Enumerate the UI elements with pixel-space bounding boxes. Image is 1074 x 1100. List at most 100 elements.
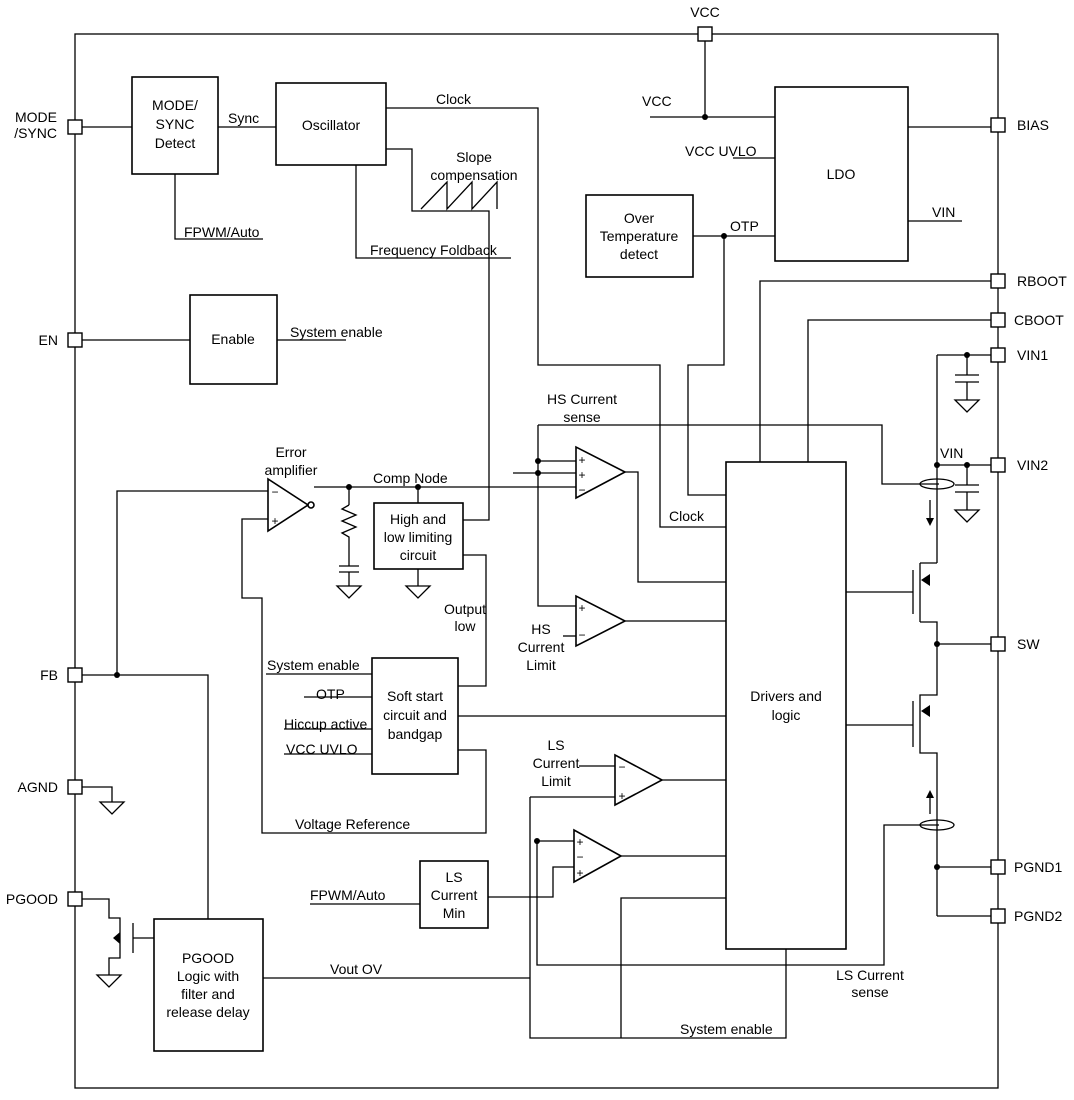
label-fpwm-top: FPWM/Auto <box>184 224 260 240</box>
label-output-low-1: Output <box>444 601 486 617</box>
svg-text:MODE/: MODE/ <box>152 97 198 113</box>
svg-text:logic: logic <box>772 707 801 723</box>
svg-text:+: + <box>578 468 585 482</box>
svg-text:PGOOD: PGOOD <box>6 891 58 907</box>
svg-text:−: − <box>576 850 583 864</box>
svg-text:Over: Over <box>624 210 655 226</box>
ls-current-min-block: LS Current Min <box>419 860 489 929</box>
svg-text:Soft start: Soft start <box>387 688 443 704</box>
label-clock-top: Clock <box>436 91 472 107</box>
label-hiccup: Hiccup active <box>284 716 367 732</box>
svg-text:VIN1: VIN1 <box>1017 347 1048 363</box>
svg-text:bandgap: bandgap <box>388 726 443 742</box>
pin-en[interactable]: EN <box>39 332 83 348</box>
label-vin-ldo: VIN <box>932 204 955 220</box>
svg-text:LDO: LDO <box>827 166 856 182</box>
pin-rboot[interactable]: RBOOT <box>990 273 1067 289</box>
svg-text:Logic with: Logic with <box>177 968 239 984</box>
pin-bias[interactable]: BIAS <box>990 117 1049 133</box>
svg-text:FB: FB <box>40 667 58 683</box>
svg-text:Oscillator: Oscillator <box>302 117 361 133</box>
label-sync: Sync <box>228 110 259 126</box>
pin-fb[interactable]: FB <box>40 667 83 683</box>
svg-text:High and: High and <box>390 511 446 527</box>
pin-vcc[interactable]: VCC <box>690 4 720 42</box>
svg-text:+: + <box>618 789 625 803</box>
svg-text:Drivers and: Drivers and <box>750 688 822 704</box>
pin-cboot[interactable]: CBOOT <box>990 312 1064 328</box>
svg-text:+: + <box>271 514 278 528</box>
pin-mode-sync[interactable]: MODE /SYNC <box>14 109 83 141</box>
label-system-enable-top: System enable <box>290 324 383 340</box>
ls-sense-comparator: + − + <box>573 828 623 884</box>
pin-pgnd2[interactable]: PGND2 <box>990 908 1062 924</box>
svg-text:+: + <box>576 835 583 849</box>
svg-text:filter and: filter and <box>181 986 235 1002</box>
current-sense-elements <box>919 478 955 831</box>
pin-vin1[interactable]: VIN1 <box>990 347 1048 363</box>
label-error-amp-2: amplifier <box>265 462 318 478</box>
label-hs-limit-1: HS <box>531 621 550 637</box>
label-hs-sense-2: sense <box>563 409 601 425</box>
over-temperature-block: Over Temperature detect <box>585 194 694 278</box>
enable-block: Enable <box>189 294 278 385</box>
label-otp-ss: OTP <box>316 686 345 702</box>
svg-text:+: + <box>578 453 585 467</box>
label-vin-node: VIN <box>940 445 963 461</box>
svg-text:VIN2: VIN2 <box>1017 457 1048 473</box>
pin-sw[interactable]: SW <box>990 636 1040 652</box>
ldo-block: LDO <box>774 86 909 262</box>
pin-pgnd1[interactable]: PGND1 <box>990 859 1062 875</box>
oscillator-block: Oscillator <box>275 82 387 166</box>
label-vcc-uvlo-ss: VCC UVLO <box>286 741 358 757</box>
chip-outline <box>74 33 999 1089</box>
label-otp: OTP <box>730 218 759 234</box>
drivers-logic-block: Drivers and logic <box>725 461 847 950</box>
label-vcc-in: VCC <box>642 93 672 109</box>
svg-text:−: − <box>578 628 585 642</box>
label-voltage-ref: Voltage Reference <box>295 816 410 832</box>
svg-text:Min: Min <box>443 905 466 921</box>
soft-start-block: Soft start circuit and bandgap <box>371 657 459 775</box>
label-ls-limit-3: Limit <box>541 773 571 789</box>
limiting-circuit-block: High and low limiting circuit <box>373 502 464 570</box>
svg-text:Enable: Enable <box>211 331 255 347</box>
pin-pgood[interactable]: PGOOD <box>6 891 83 907</box>
svg-text:MODE: MODE <box>15 109 57 125</box>
label-sys-enable-ss: System enable <box>267 657 360 673</box>
ls-limit-comparator: − + <box>614 753 664 807</box>
svg-text:Temperature: Temperature <box>600 228 679 244</box>
label-output-low-2: low <box>454 618 476 634</box>
label-comp-node: Comp Node <box>373 470 448 486</box>
label-hs-sense-1: HS Current <box>547 391 617 407</box>
svg-text:Detect: Detect <box>155 135 196 151</box>
svg-text:/SYNC: /SYNC <box>14 125 57 141</box>
error-amplifier: − + <box>267 477 315 533</box>
label-hs-limit-2: Current <box>518 639 565 655</box>
svg-text:VCC: VCC <box>690 4 720 20</box>
label-frequency-foldback: Frequency Foldback <box>370 242 498 258</box>
svg-text:AGND: AGND <box>18 779 58 795</box>
svg-text:BIAS: BIAS <box>1017 117 1049 133</box>
wires <box>82 41 991 1039</box>
label-slope-2: compensation <box>430 167 517 183</box>
svg-text:PGOOD: PGOOD <box>182 950 234 966</box>
svg-text:EN: EN <box>39 332 58 348</box>
pin-agnd[interactable]: AGND <box>18 779 83 795</box>
svg-text:RBOOT: RBOOT <box>1017 273 1067 289</box>
svg-text:−: − <box>578 483 585 497</box>
hs-sense-comparator: + + − <box>575 445 627 500</box>
label-hs-limit-3: Limit <box>526 657 556 673</box>
svg-text:−: − <box>271 485 278 499</box>
svg-text:−: − <box>618 760 625 774</box>
svg-text:low limiting: low limiting <box>384 529 452 545</box>
label-slope-1: Slope <box>456 149 492 165</box>
svg-text:PGND1: PGND1 <box>1014 859 1062 875</box>
pgood-logic-block: PGOOD Logic with filter and release dela… <box>153 918 264 1052</box>
svg-text:detect: detect <box>620 246 658 262</box>
svg-text:SW: SW <box>1017 636 1040 652</box>
label-error-amp-1: Error <box>275 444 306 460</box>
label-ls-sense-1: LS Current <box>836 967 904 983</box>
pin-vin2[interactable]: VIN2 <box>990 457 1048 473</box>
